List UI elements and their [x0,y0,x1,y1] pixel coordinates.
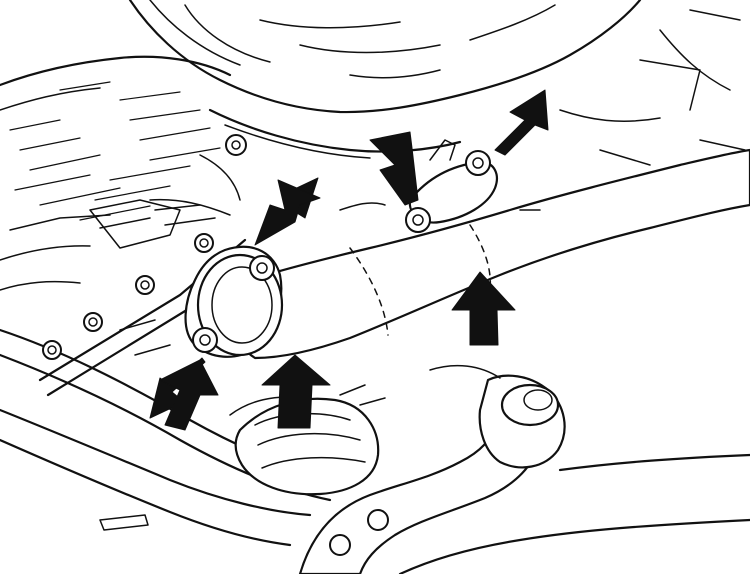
engine-bolts [42,134,247,360]
engine-block [0,55,241,291]
arrow-flange-top-left [254,177,321,246]
arrow-flange-bottom-right [261,354,331,429]
arrow-pipe-mount [451,271,516,346]
engine-bolt [83,312,103,332]
flange-bolt [192,327,218,353]
engine-bolt [42,340,62,360]
control-arm [298,364,750,574]
arrow-clamp-bolt-left [369,131,419,206]
clamp-bolt [405,207,431,233]
clamp-bolt [465,150,491,176]
cv-boot [229,384,386,496]
flange-bolt [249,255,275,281]
flange-bolts [192,150,491,353]
exhaust-pipe [230,148,750,360]
engine-bolt [225,134,247,156]
engine-bolt [135,275,155,295]
transmission-housing [128,0,746,166]
pipe-clamp [339,139,498,224]
engine-bolt [194,233,214,253]
arrow-clamp-bolt-right [494,89,549,156]
arrow-flange-bottom-left [149,357,219,431]
